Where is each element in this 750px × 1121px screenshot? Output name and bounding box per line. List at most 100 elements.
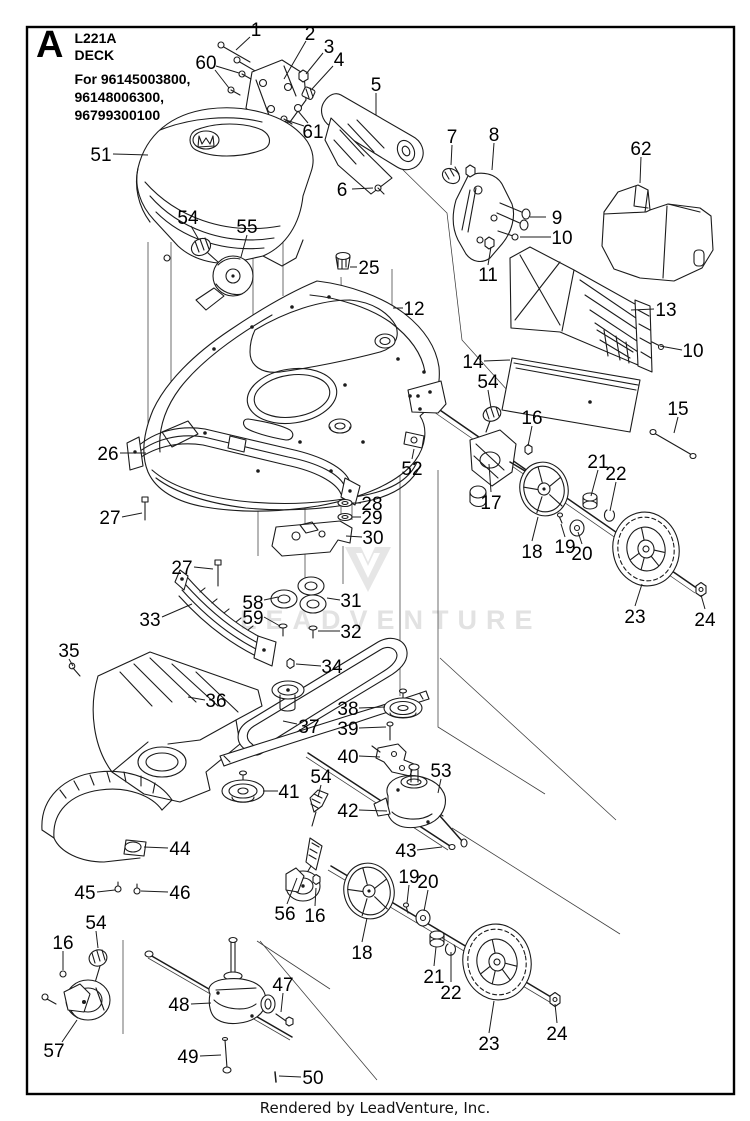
leader-line-54 xyxy=(190,225,200,241)
callout-54: 54 xyxy=(177,208,199,229)
callout-33: 33 xyxy=(139,610,160,631)
leader-line-14 xyxy=(483,359,511,362)
leader-line-55 xyxy=(240,234,248,258)
left-height-adjuster xyxy=(41,949,111,1021)
callout-38: 38 xyxy=(337,699,358,720)
leader-line-6 xyxy=(351,187,374,190)
callout-5: 5 xyxy=(371,75,382,96)
spindle-bracket-stack xyxy=(271,498,353,557)
leader-line-17 xyxy=(488,463,492,493)
callout-22: 22 xyxy=(440,983,461,1004)
leader-line-44 xyxy=(143,846,169,849)
leadventure-logo-icon xyxy=(345,547,391,592)
callout-26: 26 xyxy=(97,444,118,465)
front-dust-cover-wheel xyxy=(343,862,395,920)
leader-line-3 xyxy=(305,52,324,75)
callout-54: 54 xyxy=(477,372,499,393)
nut-24 xyxy=(695,581,707,598)
muffler-guard xyxy=(321,93,424,195)
bolt-16-front xyxy=(312,873,321,886)
leader-line-20 xyxy=(577,531,583,545)
rear-dust-cover-wheel xyxy=(519,461,569,517)
mulch-cover xyxy=(41,770,173,895)
leader-line-7 xyxy=(450,144,453,166)
leader-line-23 xyxy=(488,1000,495,1034)
leader-line-52 xyxy=(411,448,415,460)
callout-31: 31 xyxy=(340,591,361,612)
spindle-bearings xyxy=(270,576,327,639)
callout-29: 29 xyxy=(361,508,382,529)
leader-line-50 xyxy=(278,1075,302,1078)
leader-line-36 xyxy=(187,696,206,701)
leader-line-27 xyxy=(121,512,143,518)
leader-line-18 xyxy=(361,917,368,943)
leader-line-56 xyxy=(286,877,298,905)
callout-25: 25 xyxy=(358,258,379,279)
leader-line-33 xyxy=(161,603,193,618)
callout-21: 21 xyxy=(587,452,608,473)
rear-height-adjuster xyxy=(469,406,541,508)
leader-line-34 xyxy=(295,663,322,667)
callout-27: 27 xyxy=(99,508,120,529)
leader-line-61 xyxy=(297,110,309,124)
applies-to-line: 96148006300, xyxy=(74,89,164,105)
leader-line-38 xyxy=(358,706,386,709)
rear-wheel-hardware xyxy=(556,492,707,598)
leader-line-45 xyxy=(96,889,116,893)
rear-door xyxy=(509,246,665,373)
callout-52: 52 xyxy=(401,459,422,480)
leader-line-54 xyxy=(317,784,322,798)
callout-6: 6 xyxy=(337,180,348,201)
leader-line-21 xyxy=(590,469,599,497)
callout-42: 42 xyxy=(337,801,358,822)
leader-line-60 xyxy=(214,69,230,89)
callout-10: 10 xyxy=(551,228,572,249)
leader-line-53 xyxy=(437,778,442,794)
leader-line-21 xyxy=(433,946,437,967)
callout-36: 36 xyxy=(205,691,226,712)
watermark-text: LEADVENTURE xyxy=(240,605,542,635)
leader-line-42 xyxy=(358,809,388,812)
callout-47: 47 xyxy=(272,975,293,996)
callout-19: 19 xyxy=(398,867,419,888)
leader-line-24 xyxy=(554,1003,558,1024)
callout-62: 62 xyxy=(630,139,651,160)
callout-34: 34 xyxy=(321,657,343,678)
callout-39: 39 xyxy=(337,719,358,740)
leader-line-60 xyxy=(215,65,240,74)
callout-24: 24 xyxy=(694,610,716,631)
applies-to-line: 96799300100 xyxy=(74,107,161,123)
callout-15: 15 xyxy=(667,399,688,420)
front-baffle xyxy=(174,569,295,670)
front-height-adjuster xyxy=(285,837,323,902)
callout-3: 3 xyxy=(324,37,335,58)
bolt-cap-25 xyxy=(335,251,351,270)
leader-line-62 xyxy=(639,156,642,184)
leader-line-39 xyxy=(358,726,387,729)
callout-57: 57 xyxy=(43,1041,64,1062)
callout-28: 28 xyxy=(361,494,382,515)
transmission xyxy=(373,763,468,848)
nut-11 xyxy=(484,236,495,250)
callout-21: 21 xyxy=(423,967,444,988)
front-bumper xyxy=(126,427,361,587)
leader-line-37 xyxy=(282,720,298,725)
leader-line-51 xyxy=(112,153,149,156)
callout-8: 8 xyxy=(489,125,500,146)
leader-line-54 xyxy=(487,389,492,409)
callout-22: 22 xyxy=(605,464,626,485)
leader-line-30 xyxy=(345,535,363,538)
callout-16: 16 xyxy=(304,906,325,927)
callout-18: 18 xyxy=(521,542,542,563)
nut-34 xyxy=(286,657,295,670)
leader-line-61 xyxy=(285,119,305,127)
callout-11: 11 xyxy=(478,265,498,286)
callout-35: 35 xyxy=(58,641,79,662)
callout-56: 56 xyxy=(274,904,295,925)
callout-53: 53 xyxy=(430,761,451,782)
callout-40: 40 xyxy=(337,747,358,768)
callout-43: 43 xyxy=(395,841,416,862)
rear-baffle xyxy=(501,357,697,460)
callout-20: 20 xyxy=(571,544,592,565)
